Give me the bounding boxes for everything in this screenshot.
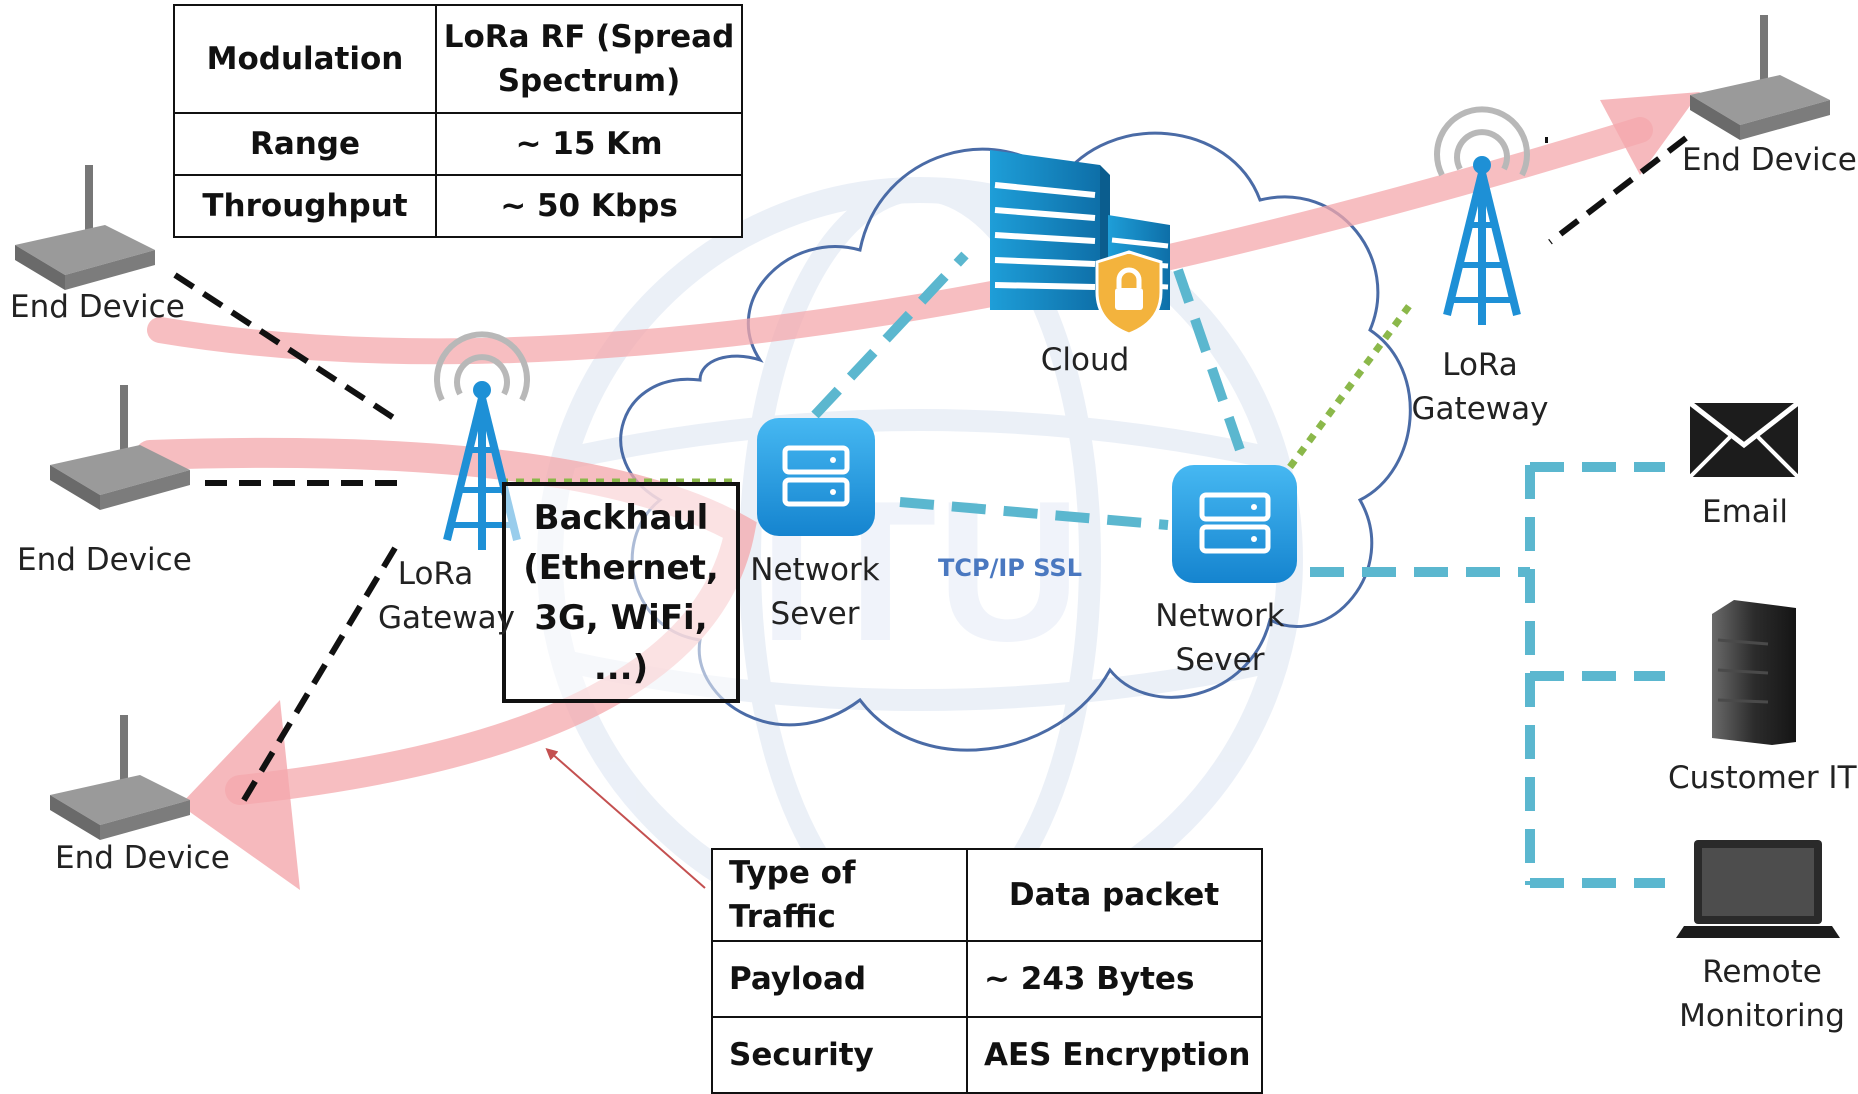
- arrow-head-top-right: [1600, 92, 1700, 175]
- lora-tower-icon: [434, 331, 530, 550]
- backhaul-detail: ...): [593, 647, 649, 688]
- table-cell: Modulation: [173, 4, 437, 114]
- email-icon: [1688, 401, 1800, 479]
- lora-tower-icon: [1434, 106, 1530, 325]
- remote-monitoring-label-line: Remote: [1702, 954, 1822, 990]
- table-row: Payload ~ 243 Bytes: [711, 940, 1263, 1018]
- cloud-label: Cloud: [1040, 342, 1130, 378]
- backhaul-detail: (Ethernet,: [523, 547, 719, 588]
- end-device-label: End Device: [55, 840, 230, 876]
- network-server-label-line: Network: [1155, 598, 1285, 634]
- table-row: Type of Traffic Data packet: [711, 848, 1263, 942]
- gateway-label-line: LoRa: [1442, 347, 1518, 383]
- gateway-label: LoRa Gateway: [1410, 343, 1550, 431]
- end-device-label: End Device: [10, 289, 185, 325]
- table-cell: Range: [173, 112, 437, 176]
- lock-icon: [1095, 250, 1163, 336]
- rf-spec-table: Modulation LoRa RF (Spread Spectrum) Ran…: [173, 4, 743, 238]
- server-rack-icon: [1712, 600, 1796, 745]
- table-row: Modulation LoRa RF (Spread Spectrum): [173, 4, 743, 114]
- table-cell: Data packet: [966, 848, 1263, 942]
- table-row: Throughput ~ 50 Kbps: [173, 174, 743, 238]
- end-device-icon: [1690, 15, 1830, 140]
- network-server-label: Network Sever: [1150, 594, 1290, 682]
- network-server-label: Network Sever: [745, 548, 885, 636]
- traffic-spec-table: Type of Traffic Data packet Payload ~ 24…: [711, 848, 1263, 1094]
- laptop-icon: [1676, 840, 1840, 938]
- table-cell: Security: [711, 1016, 968, 1094]
- annotation-arrow: [545, 748, 706, 889]
- backhaul-box: Backhaul (Ethernet, 3G, WiFi, ...): [502, 482, 740, 703]
- end-device-label: End Device: [17, 542, 192, 578]
- backhaul-title: Backhaul: [533, 497, 709, 538]
- email-label: Email: [1701, 494, 1788, 530]
- server-icon: [757, 418, 875, 536]
- table-cell: Payload: [711, 940, 968, 1018]
- remote-monitoring-label-line: Monitoring: [1679, 998, 1845, 1034]
- gateway-label-line: Gateway: [378, 600, 515, 636]
- table-cell: ~ 243 Bytes: [966, 940, 1263, 1018]
- end-device-icon: [50, 385, 190, 510]
- remote-monitoring-label: Remote Monitoring: [1672, 950, 1852, 1038]
- tcp-label: TCP/IP SSL: [938, 554, 1082, 582]
- end-device-icon: [50, 715, 190, 840]
- arrow-head-bottom-left: [180, 700, 300, 890]
- table-cell: ~ 15 Km: [435, 112, 743, 176]
- table-cell: Type of Traffic: [711, 848, 968, 942]
- gateway-label-line: LoRa: [397, 556, 474, 592]
- gateway-label-line: Gateway: [1411, 391, 1549, 427]
- network-server-label-line: Network: [750, 552, 880, 588]
- table-cell: Throughput: [173, 174, 437, 238]
- device-links: [173, 135, 1688, 812]
- network-server-label-line: Sever: [770, 596, 860, 632]
- gateway-label: LoRa Gateway: [378, 552, 515, 640]
- server-links: [811, 251, 1665, 888]
- network-server-label-line: Sever: [1175, 642, 1265, 678]
- table-row: Security AES Encryption: [711, 1016, 1263, 1094]
- table-cell: LoRa RF (Spread Spectrum): [435, 4, 743, 114]
- end-device-icon: [15, 165, 155, 290]
- table-cell: AES Encryption: [966, 1016, 1263, 1094]
- table-cell: ~ 50 Kbps: [435, 174, 743, 238]
- backhaul-detail: 3G, WiFi,: [534, 597, 708, 638]
- end-device-label: End Device: [1682, 142, 1857, 178]
- table-row: Range ~ 15 Km: [173, 112, 743, 176]
- server-icon: [1172, 465, 1297, 583]
- customer-it-label: Customer IT: [1668, 760, 1857, 796]
